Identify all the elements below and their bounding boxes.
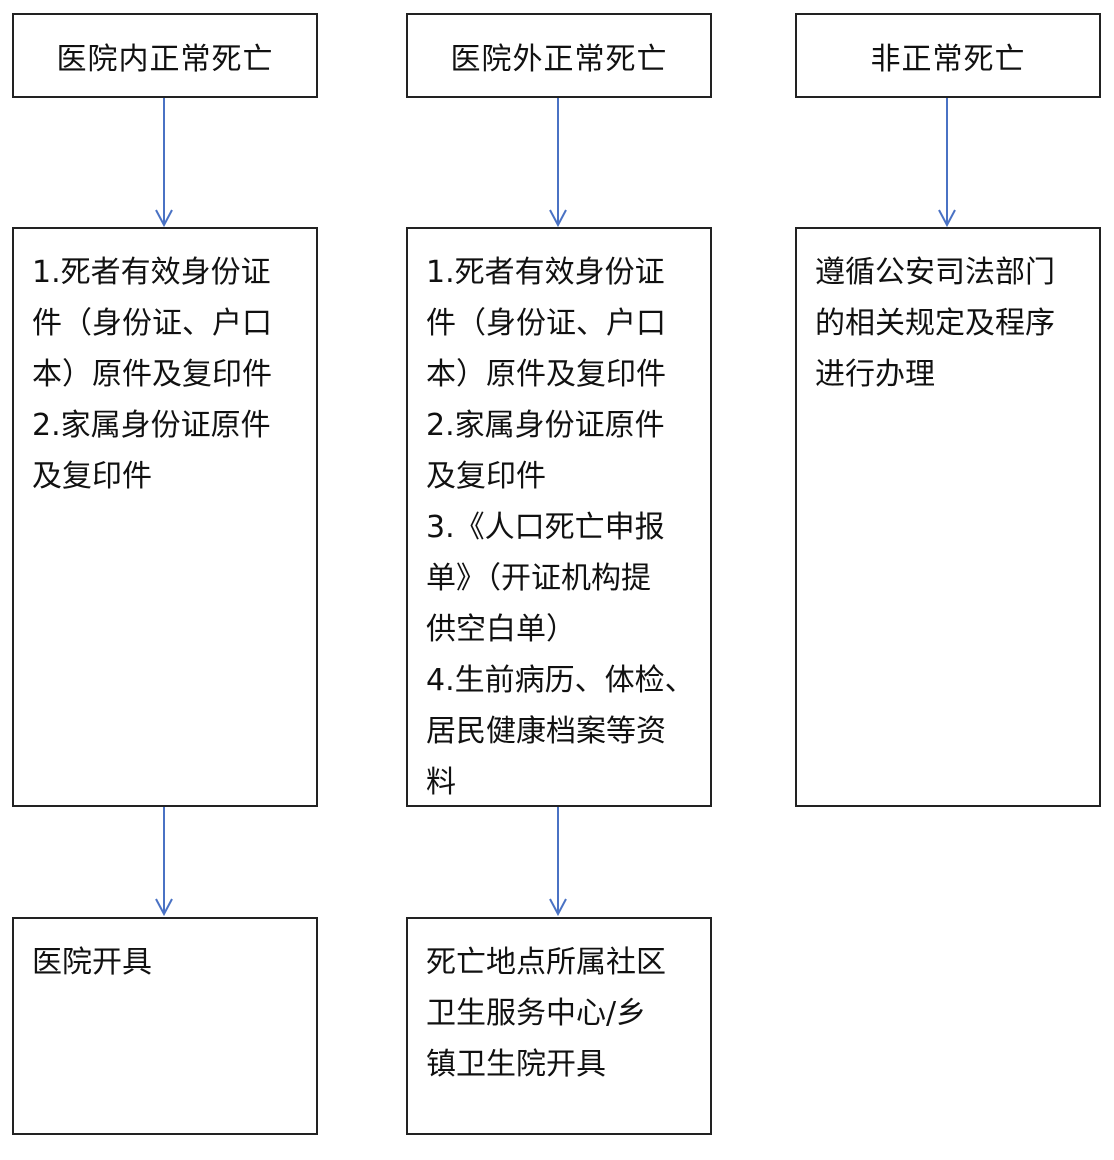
requirement-line: 料 <box>426 765 456 800</box>
requirement-line: 1.死者有效身份证 <box>426 255 665 290</box>
requirement-line: 供空白单） <box>426 612 576 647</box>
arrowhead-col2-bottom <box>549 898 567 917</box>
arrowhead-col2-top <box>549 209 567 228</box>
header-label: 非正常死亡 <box>870 41 1026 77</box>
requirement-line: 的相关规定及程序 <box>815 306 1055 341</box>
header-label: 医院内正常死亡 <box>56 41 274 77</box>
requirement-line: 1.死者有效身份证 <box>32 255 271 290</box>
header-abnormal-death: 非正常死亡 <box>795 13 1101 98</box>
header-out-of-hospital-normal-death: 医院外正常死亡 <box>406 13 712 98</box>
requirement-line: 3.《人口死亡申报 <box>426 510 665 545</box>
result-line: 卫生服务中心/乡 <box>426 996 647 1031</box>
requirement-line: 2.家属身份证原件 <box>32 408 271 443</box>
requirements-abnormal-death: 遵循公安司法部门 的相关规定及程序 进行办理 <box>795 227 1101 807</box>
requirement-line: 居民健康档案等资 <box>426 714 666 749</box>
requirement-line: 件（身份证、户口 <box>426 306 666 341</box>
requirement-line: 件（身份证、户口 <box>32 306 272 341</box>
requirement-line: 及复印件 <box>426 459 546 494</box>
requirement-line: 及复印件 <box>32 459 152 494</box>
requirements-in-hospital: 1.死者有效身份证 件（身份证、户口 本）原件及复印件 2.家属身份证原件 及复… <box>12 227 318 807</box>
requirement-line: 2.家属身份证原件 <box>426 408 665 443</box>
header-in-hospital-normal-death: 医院内正常死亡 <box>12 13 318 98</box>
header-label: 医院外正常死亡 <box>450 41 668 77</box>
requirements-out-of-hospital: 1.死者有效身份证 件（身份证、户口 本）原件及复印件 2.家属身份证原件 及复… <box>406 227 712 807</box>
result-out-of-hospital: 死亡地点所属社区 卫生服务中心/乡 镇卫生院开具 <box>406 917 712 1135</box>
result-line: 医院开具 <box>32 945 152 980</box>
requirement-line: 单》（开证机构提 <box>426 561 651 596</box>
requirement-line: 本）原件及复印件 <box>426 357 666 392</box>
result-in-hospital: 医院开具 <box>12 917 318 1135</box>
arrowhead-col1-bottom <box>155 898 173 917</box>
requirement-line: 4.生前病历、体检、 <box>426 663 695 698</box>
result-line: 死亡地点所属社区 <box>426 945 666 980</box>
requirement-line: 进行办理 <box>815 357 935 392</box>
arrowhead-col1-top <box>155 209 173 228</box>
arrowhead-col3-top <box>938 209 956 228</box>
requirement-line: 本）原件及复印件 <box>32 357 272 392</box>
requirement-line: 遵循公安司法部门 <box>815 255 1055 290</box>
result-line: 镇卫生院开具 <box>426 1047 606 1082</box>
